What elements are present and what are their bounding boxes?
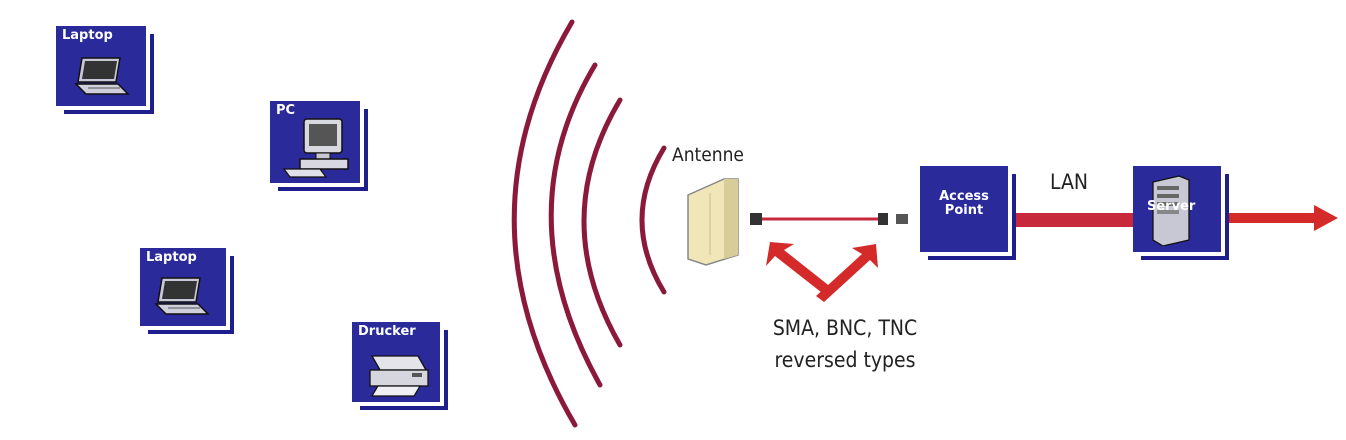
device-label: PC	[276, 103, 296, 118]
lan-label: LAN	[1050, 170, 1089, 194]
uplink-arrow	[1225, 205, 1338, 231]
radio-wave-1	[639, 145, 667, 295]
device-label: Laptop	[62, 28, 113, 43]
radio-wave-4	[511, 19, 578, 428]
device-label: Server	[1147, 199, 1196, 214]
radio-wave-2	[581, 97, 623, 348]
laptop-icon	[154, 277, 210, 315]
laptop-icon	[74, 57, 130, 95]
device-label: Laptop	[146, 250, 197, 265]
connector-arrows	[766, 242, 878, 302]
laptop-device-1: Laptop	[56, 26, 154, 114]
printer-icon	[369, 355, 429, 397]
server-device: Server	[1133, 166, 1229, 260]
radio-wave-3	[548, 62, 603, 388]
pc-device: PC	[270, 101, 368, 191]
connector-types-line1: SMA, BNC, TNC	[772, 316, 918, 340]
access-point-device: Access Point	[920, 166, 1016, 260]
access-point-label-line2: Point	[944, 203, 984, 218]
desktop-pc-icon	[282, 118, 349, 178]
antenna-cable	[750, 213, 908, 225]
printer-device: Drucker	[352, 322, 448, 410]
connector-types-line2: reversed types	[774, 348, 916, 372]
access-point-label-line1: Access	[939, 189, 989, 204]
server-icon	[1152, 175, 1190, 246]
lan-link	[1012, 213, 1142, 227]
connector-types-caption: SMA, BNC, TNC reversed types	[760, 312, 930, 376]
laptop-device-2: Laptop	[140, 248, 234, 334]
antenna-label: Antenne	[672, 144, 744, 166]
device-label: Drucker	[358, 324, 416, 339]
antenna-icon	[687, 178, 739, 266]
